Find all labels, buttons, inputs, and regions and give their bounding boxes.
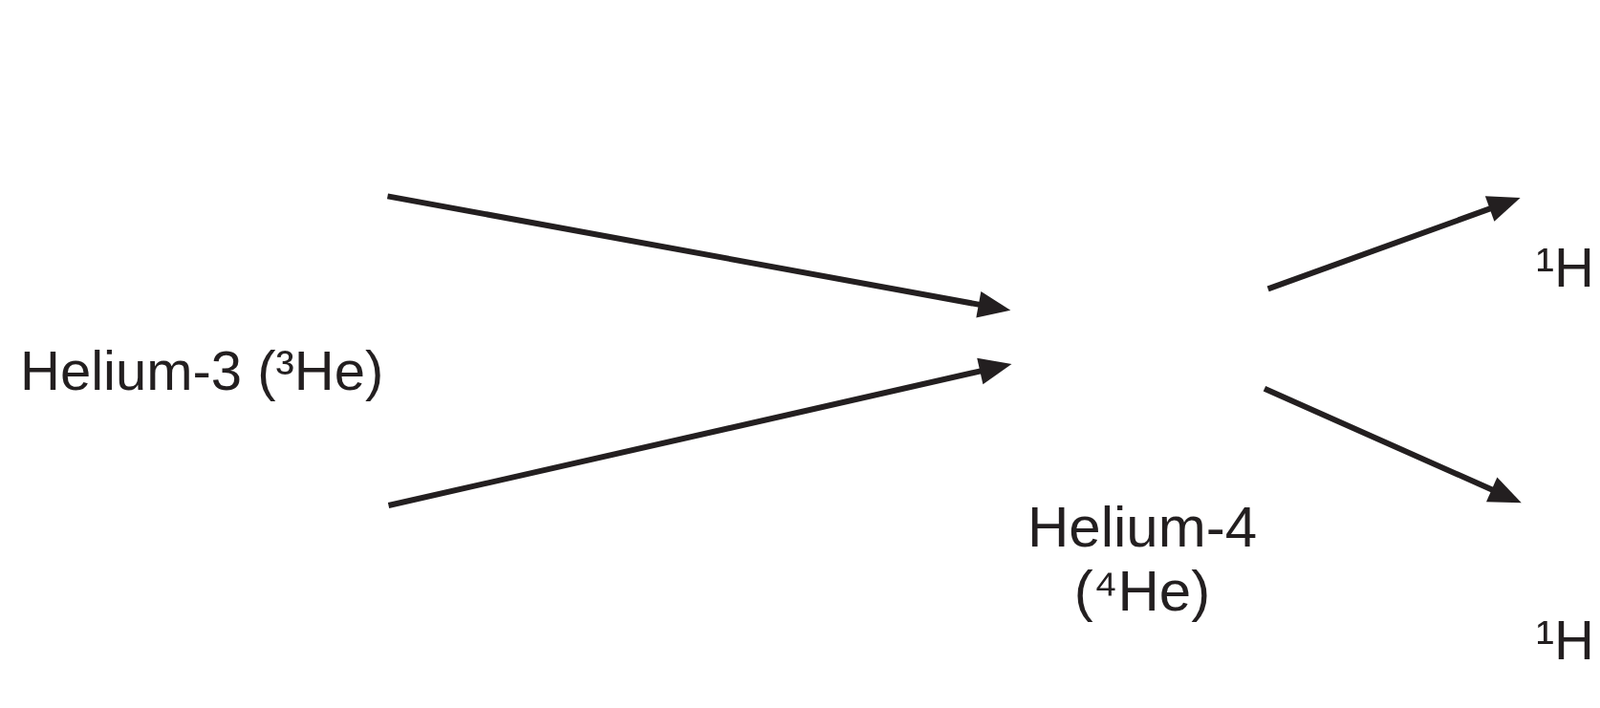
neutron-sphere — [1116, 353, 1168, 406]
proton-node: ¹H — [1510, 143, 1595, 306]
arrow-line — [1268, 207, 1494, 289]
burst-inner-spikes — [129, 54, 348, 285]
nucleus-node — [57, 401, 459, 708]
nucleus-node: Helium-3 (³He) — [20, 0, 460, 413]
arrowhead — [976, 358, 1012, 385]
node-label: ¹H — [1510, 237, 1595, 300]
burst-core — [179, 105, 310, 236]
nucleus-halo — [213, 108, 282, 177]
nucleus-starburst — [57, 401, 459, 708]
proton-sphere — [256, 481, 312, 538]
arrow-line — [389, 370, 985, 506]
nucleus-halo — [190, 154, 263, 228]
burst-inner-spikes — [157, 444, 357, 631]
arrowhead — [975, 291, 1011, 319]
arrow-line — [1264, 389, 1495, 492]
arrowhead — [1485, 195, 1521, 221]
burst-spikes — [143, 423, 381, 655]
burst-inner-spikes — [1017, 215, 1267, 447]
arrow-connector — [1264, 389, 1522, 503]
arrow-line — [388, 195, 983, 305]
neutron-sphere — [234, 529, 286, 582]
proton-node: ¹H — [1510, 477, 1595, 679]
burst-core — [194, 472, 322, 599]
nucleus-halo — [1131, 300, 1205, 373]
nucleus-halo — [1080, 300, 1153, 373]
proton-sphere — [1531, 154, 1589, 213]
burst-spikes — [91, 24, 402, 321]
nucleus-halo — [247, 473, 321, 546]
nucleus-halo — [199, 473, 273, 546]
nucleus-halo — [1107, 256, 1177, 325]
node-label: ¹H — [1510, 609, 1595, 672]
proton-sphere — [1531, 491, 1589, 549]
proton-sphere — [1140, 308, 1196, 365]
nucleus-halo — [225, 520, 295, 590]
burst-spikes — [990, 167, 1301, 478]
proton-sphere — [208, 481, 264, 538]
neutron-sphere — [221, 116, 274, 169]
node-label: Helium-4 (⁴He) — [989, 495, 1296, 624]
nucleus-halo — [1107, 345, 1177, 414]
nucleus-node: Helium-4 (⁴He) — [955, 143, 1329, 641]
arrow-connector — [388, 195, 1012, 318]
arrowhead — [1486, 477, 1522, 504]
proton-sphere — [198, 163, 255, 219]
nucleus-halo — [234, 154, 307, 228]
node-label: Helium-3 (³He) — [20, 340, 460, 403]
arrow-connector — [1268, 195, 1521, 289]
burst-core — [1061, 254, 1223, 415]
proton-sphere — [1088, 308, 1145, 365]
neutron-sphere — [1116, 264, 1168, 317]
proton-sphere — [242, 163, 299, 219]
arrow-connector — [389, 358, 1013, 506]
